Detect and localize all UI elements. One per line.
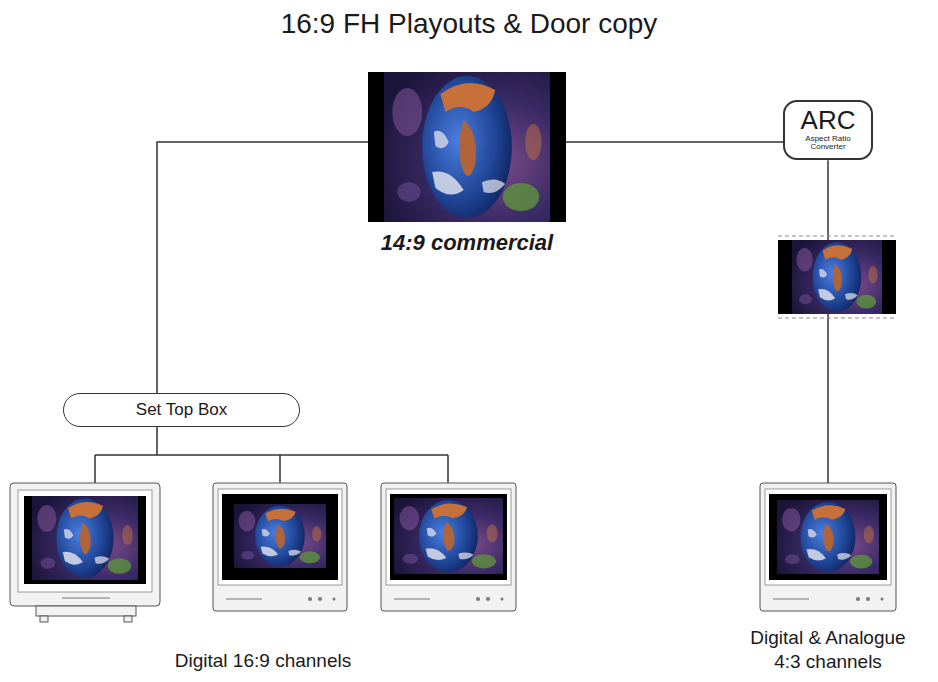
process-box: ARCAspect Ratio Converter [783,100,873,160]
node-label: Digital & Analogue 4:3 channels [738,626,918,674]
monitor-button [308,597,312,601]
monitor [213,483,347,611]
monitor-button [476,597,480,601]
tv-foot [40,616,48,622]
commercial-picture-node: 14:9 commercial [368,72,566,256]
monitor-control [773,599,809,600]
connector-line [827,160,829,483]
monitor-control [394,599,430,600]
earth-image [384,72,550,222]
crop-line [778,318,896,319]
monitor-button [881,598,884,601]
monitor-bezel [386,489,511,585]
monitor-bezel [218,489,342,585]
monitor-control [226,599,262,600]
diagram-title: 16:9 FH Playouts & Door copy [0,8,938,40]
node-label: ARC [791,106,865,135]
monitor-button [856,597,860,601]
picture-frame [368,72,566,222]
monitor-bezel [765,489,891,585]
monitor [381,483,516,611]
picture-frame [778,240,896,314]
monitor-button [318,597,322,601]
node-label: Set Top Box [136,400,227,420]
node-label: 14:9 commercial [368,230,566,256]
tv-control [62,598,110,599]
connector-line [157,142,368,393]
monitor-button [501,598,504,601]
earth-image [234,504,326,568]
tv-stand [36,606,136,616]
tv-case [10,483,160,606]
monitor-case [381,483,516,611]
monitor-case [213,483,347,611]
earth-image [777,500,879,574]
display-group: Digital 16:9 channels [10,483,516,672]
widescreen-tv [10,483,160,622]
monitor-screen [390,494,507,580]
node-sublabel: Aspect Ratio Converter [791,135,865,153]
monitor-case [760,483,896,611]
commercial-picture [368,72,566,222]
monitor [760,483,896,611]
display-group: Digital & Analogue 4:3 channels [738,483,918,680]
earth-image [792,240,882,314]
crop-line [778,236,896,237]
tv-foot [124,616,132,622]
tv-bezel [18,490,152,592]
node-label: Digital 16:9 channels [10,649,516,673]
monitor-button [486,597,490,601]
monitor-screen [769,494,887,580]
process-box: Set Top Box [63,393,300,427]
monitor-screen [222,494,338,580]
earth-image [32,496,138,580]
converted-picture [778,236,896,318]
earth-image [394,498,503,574]
monitor-button [866,597,870,601]
monitor-button [333,598,336,601]
connector-line [95,427,448,483]
tv-screen [24,496,146,584]
